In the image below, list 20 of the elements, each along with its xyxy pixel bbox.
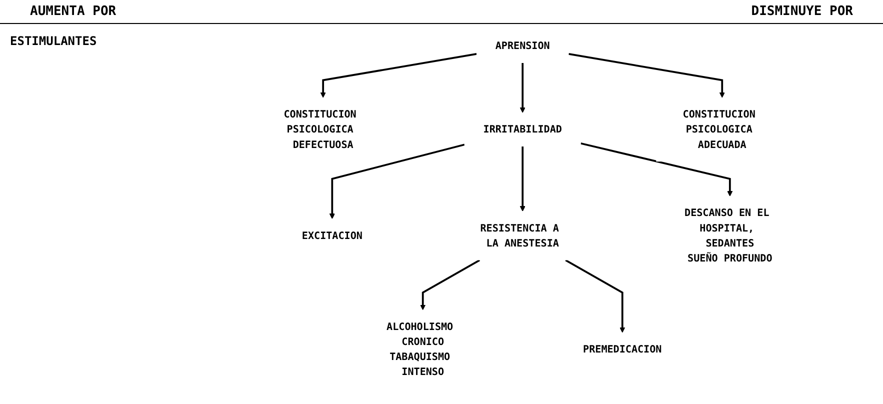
node-text: IRRITABILIDAD: [483, 123, 562, 136]
node-text: PREMEDICACION: [583, 343, 662, 356]
arrow: [568, 52, 725, 98]
note-text: ESTIMULANTES: [10, 34, 97, 48]
node-text: APRENSION: [495, 40, 550, 52]
arrow: [420, 259, 480, 310]
arrow: [520, 146, 526, 212]
node-text: RESISTENCIA A LA ANESTESIA: [480, 222, 559, 249]
arrow: [580, 142, 733, 196]
column-heading: DISMINUYE POR: [751, 4, 853, 19]
node-text: CONSTITUCION PSICOLOGICA DEFECTUOSA: [284, 108, 356, 150]
arrow: [520, 62, 526, 113]
node-text: CONSTITUCION PSICOLOGICA ADECUADA: [682, 108, 756, 150]
arrow: [329, 144, 465, 219]
column-heading: AUMENTA POR: [30, 4, 116, 19]
node-text: EXCITACION: [302, 229, 362, 242]
arrow: [320, 52, 477, 98]
arrow: [565, 259, 626, 333]
node-text: DESCANSO EN EL HOSPITAL, SEDANTES SUEÑO PROFUNDO: [684, 206, 772, 264]
node-text: ALCOHOLISMO CRONICO TABAQUISMO INTENSO: [386, 320, 454, 378]
